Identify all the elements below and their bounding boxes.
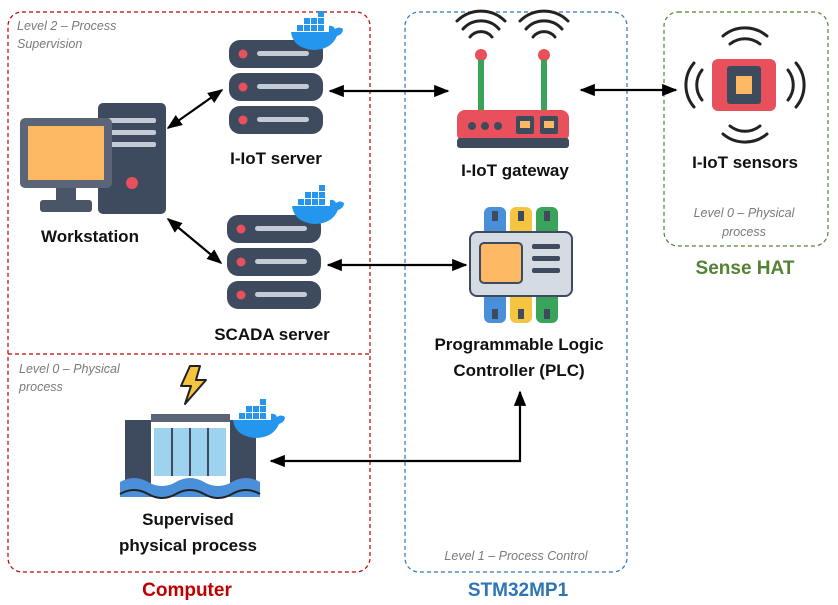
computer-level2-label-line2: Supervision <box>17 37 82 51</box>
server-rack-icon <box>227 215 321 309</box>
docker-whale-icon <box>292 185 344 224</box>
computer-level0-label-line2: process <box>18 380 63 394</box>
lightning-bolt-icon <box>180 365 207 405</box>
docker-whale-icon <box>291 11 343 50</box>
iiot-server-label: I-IoT server <box>230 149 322 168</box>
process-label-line2: physical process <box>119 536 257 555</box>
server-rack-icon <box>229 40 323 134</box>
chip-sensor-icon <box>684 26 806 144</box>
sense-level0-label-line1: Level 0 – Physical <box>694 206 796 220</box>
computer-group-title: Computer <box>142 580 232 601</box>
scada-server-label: SCADA server <box>214 325 330 344</box>
computer-level0-label-line1: Level 0 – Physical <box>19 362 121 376</box>
process-label-line1: Supervised <box>142 510 234 529</box>
wifi-router-icon <box>455 9 570 148</box>
plc-label-line2: Controller (PLC) <box>453 361 584 380</box>
computer-level2-label-line1: Level 2 – Process <box>17 19 116 33</box>
stm32-level1-label: Level 1 – Process Control <box>444 549 588 563</box>
iiot-sensors-label: I-IoT sensors <box>692 153 798 172</box>
iiot-gateway-label: I-IoT gateway <box>461 161 569 180</box>
sense-hat-group-box <box>663 11 829 247</box>
connector-plc-process <box>269 390 527 468</box>
connector-workstation-iiot-server <box>166 89 224 129</box>
sense-level0-label-line2: process <box>721 225 766 239</box>
connector-workstation-scada-server <box>166 218 223 264</box>
stm32-group-title: STM32MP1 <box>468 580 569 601</box>
plc-module-icon <box>469 207 573 323</box>
docker-whale-icon <box>233 399 285 438</box>
workstation-label: Workstation <box>41 227 139 246</box>
dam-water-icon <box>119 414 261 499</box>
desktop-computer-icon <box>20 103 166 214</box>
sense-hat-group-title: Sense HAT <box>696 258 795 279</box>
plc-label-line1: Programmable Logic <box>434 335 603 354</box>
